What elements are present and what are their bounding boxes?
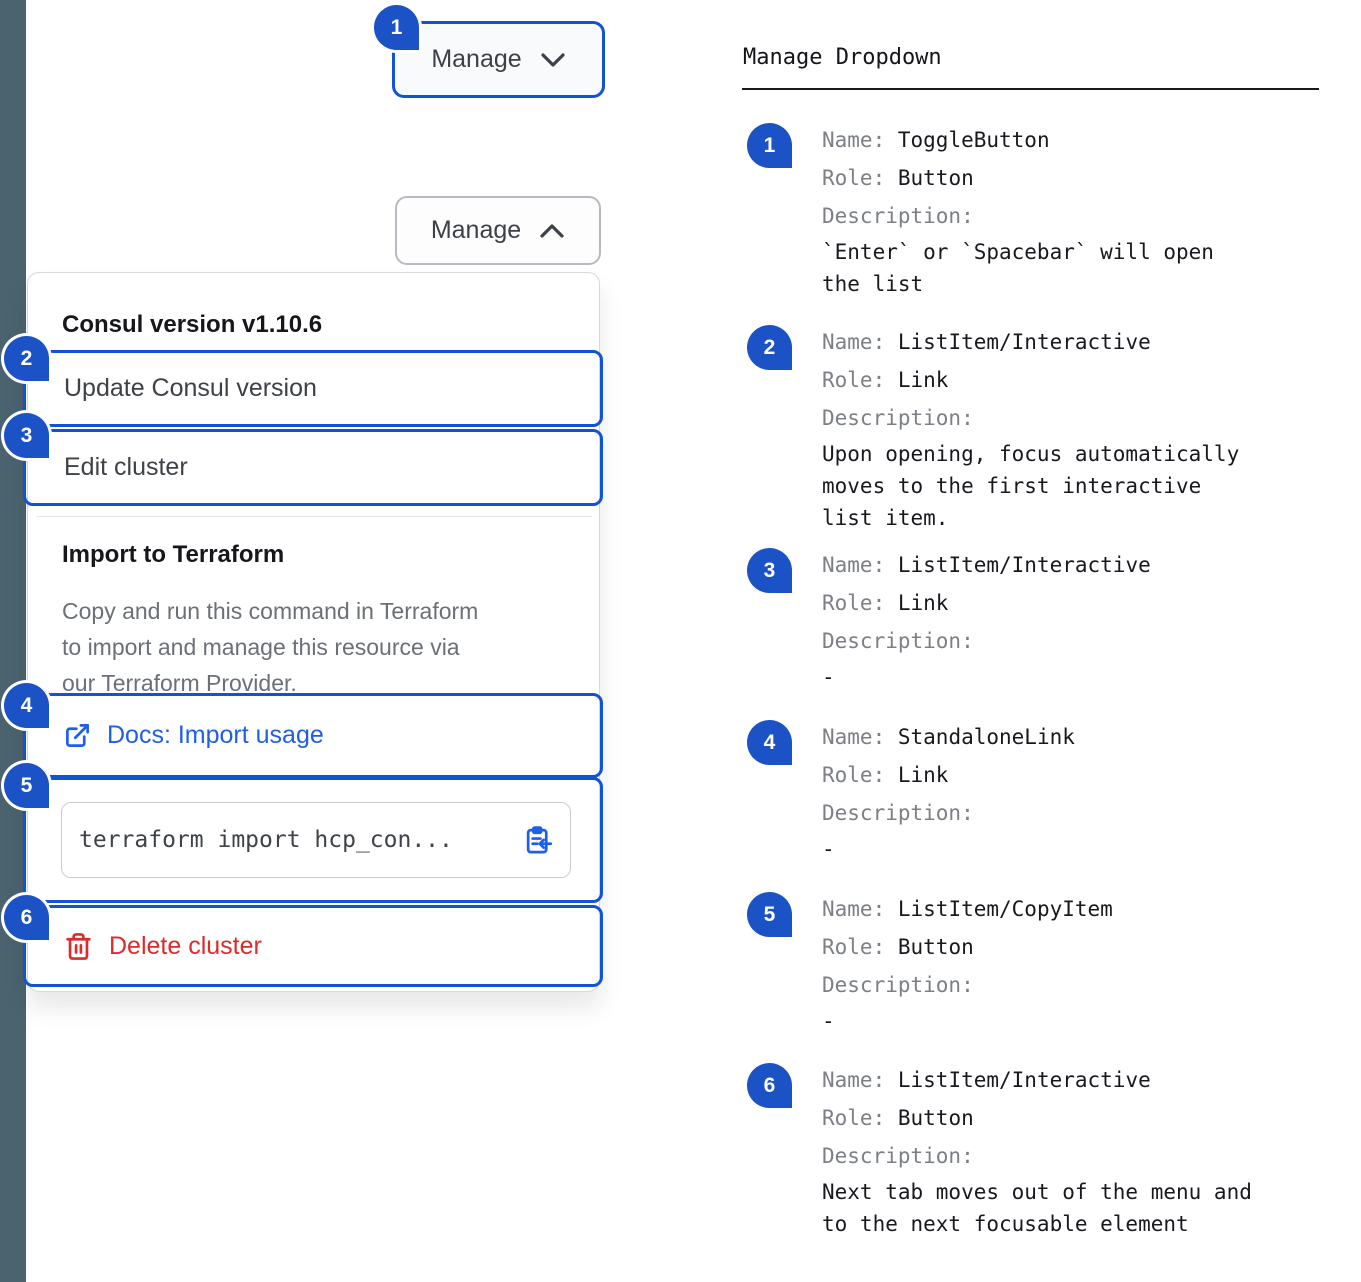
docs-link[interactable]: Docs: Import usage <box>26 721 324 750</box>
clipboard-copy-icon[interactable] <box>523 825 554 856</box>
annotation-entry-5: 5 Name: ListItem/CopyItem Role: Button D… <box>742 890 1322 1037</box>
docs-link-label: Docs: Import usage <box>107 721 324 749</box>
menu-item-update-consul-version[interactable]: Update Consul version <box>23 350 603 427</box>
annotation-entry-1: 1 Name: ToggleButton Role: Button Descri… <box>742 121 1322 300</box>
annotation-badge-1: 1 <box>374 5 419 50</box>
menu-item-copy-terraform-command[interactable]: terraform import hcp_con... <box>23 777 603 903</box>
import-terraform-header: Import to Terraform <box>62 541 285 568</box>
annotation-entry-4: 4 Name: StandaloneLink Role: Link Descri… <box>742 718 1322 865</box>
annotation-badge-5-legend: 5 <box>747 892 792 937</box>
entry-description-value: - <box>822 837 835 861</box>
manage-button-label: Manage <box>431 45 522 73</box>
annotation-badge-6: 6 <box>4 895 49 940</box>
entry-name-line: Name: ListItem/CopyItem <box>822 897 1113 921</box>
entry-role-line: Role: Link <box>822 591 949 615</box>
entry-role-value: Link <box>897 763 949 787</box>
left-edge-strip <box>0 0 26 1282</box>
menu-item-delete-cluster[interactable]: Delete cluster <box>23 905 603 987</box>
entry-name-value: ListItem/Interactive <box>897 330 1151 354</box>
annotation-badge-5: 5 <box>4 763 49 808</box>
annotation-badge-1-legend: 1 <box>747 123 792 168</box>
annotation-badge-2: 2 <box>4 336 49 381</box>
entry-name-line: Name: StandaloneLink <box>822 725 1075 749</box>
manage-button-label: Manage <box>430 216 522 244</box>
annotation-badge-4: 4 <box>4 683 49 728</box>
entry-role-line: Role: Link <box>822 368 949 392</box>
annotation-entry-3: 3 Name: ListItem/Interactive Role: Link … <box>742 546 1322 693</box>
trash-icon <box>64 932 93 961</box>
terraform-command-text: terraform import hcp_con... <box>79 827 453 853</box>
entry-description-value: Upon opening, focus automatically moves … <box>822 442 1240 530</box>
entry-description-label: Description: <box>822 406 974 430</box>
annotation-entry-2: 2 Name: ListItem/Interactive Role: Link … <box>742 323 1322 534</box>
entry-description-value: `Enter` or `Spacebar` will open the list <box>822 240 1214 296</box>
entry-name-value: StandaloneLink <box>897 725 1075 749</box>
entry-role-value: Link <box>897 368 949 392</box>
entry-role-line: Role: Button <box>822 166 974 190</box>
entry-name-value: ListItem/Interactive <box>897 1068 1151 1092</box>
entry-name-line: Name: ListItem/Interactive <box>822 330 1151 354</box>
entry-role-value: Button <box>897 166 974 190</box>
annotation-badge-4-legend: 4 <box>747 720 792 765</box>
external-link-icon <box>64 722 91 749</box>
entry-description-label: Description: <box>822 629 974 653</box>
entry-name-value: ToggleButton <box>897 128 1050 152</box>
menu-item-label: Edit cluster <box>64 453 188 481</box>
terraform-command-copy-field[interactable]: terraform import hcp_con... <box>61 802 571 878</box>
entry-role-value: Link <box>897 591 949 615</box>
entry-description-label: Description: <box>822 1144 974 1168</box>
entry-description-value: - <box>822 665 835 689</box>
chevron-up-icon <box>539 223 565 239</box>
annotation-entry-6: 6 Name: ListItem/Interactive Role: Butto… <box>742 1061 1322 1240</box>
entry-role-value: Button <box>897 1106 974 1130</box>
entry-description-label: Description: <box>822 973 974 997</box>
annotation-badge-3: 3 <box>4 413 49 458</box>
entry-role-line: Role: Link <box>822 763 949 787</box>
menu-item-edit-cluster[interactable]: Edit cluster <box>23 429 603 506</box>
chevron-down-icon <box>540 52 566 68</box>
entry-description-label: Description: <box>822 204 974 228</box>
menu-section-divider <box>36 516 592 517</box>
entry-role-line: Role: Button <box>822 1106 974 1130</box>
menu-item-docs-import-usage[interactable]: Docs: Import usage <box>23 693 603 778</box>
entry-name-value: ListItem/Interactive <box>897 553 1151 577</box>
entry-name-line: Name: ListItem/Interactive <box>822 553 1151 577</box>
import-terraform-description: Copy and run this command in Terraform t… <box>62 598 479 696</box>
consul-version-header: Consul version v1.10.6 <box>62 311 323 338</box>
annotation-badge-3-legend: 3 <box>747 548 792 593</box>
entry-description-label: Description: <box>822 801 974 825</box>
delete-cluster-label: Delete cluster <box>109 931 262 960</box>
entry-description-value: - <box>822 1009 835 1033</box>
entry-role-value: Button <box>897 935 974 959</box>
entry-role-line: Role: Button <box>822 935 974 959</box>
entry-name-line: Name: ToggleButton <box>822 128 1050 152</box>
entry-description-value: Next tab moves out of the menu and to th… <box>822 1180 1252 1236</box>
annotations-title-rule <box>742 88 1319 90</box>
annotation-badge-6-legend: 6 <box>747 1063 792 1108</box>
entry-name-value: ListItem/CopyItem <box>897 897 1113 921</box>
menu-item-label: Update Consul version <box>64 374 317 402</box>
annotations-title: Manage Dropdown <box>743 45 942 70</box>
manage-toggle-button-expanded[interactable]: Manage <box>395 196 601 265</box>
entry-name-line: Name: ListItem/Interactive <box>822 1068 1151 1092</box>
manage-toggle-button-collapsed[interactable]: Manage <box>392 21 605 98</box>
annotation-badge-2-legend: 2 <box>747 325 792 370</box>
